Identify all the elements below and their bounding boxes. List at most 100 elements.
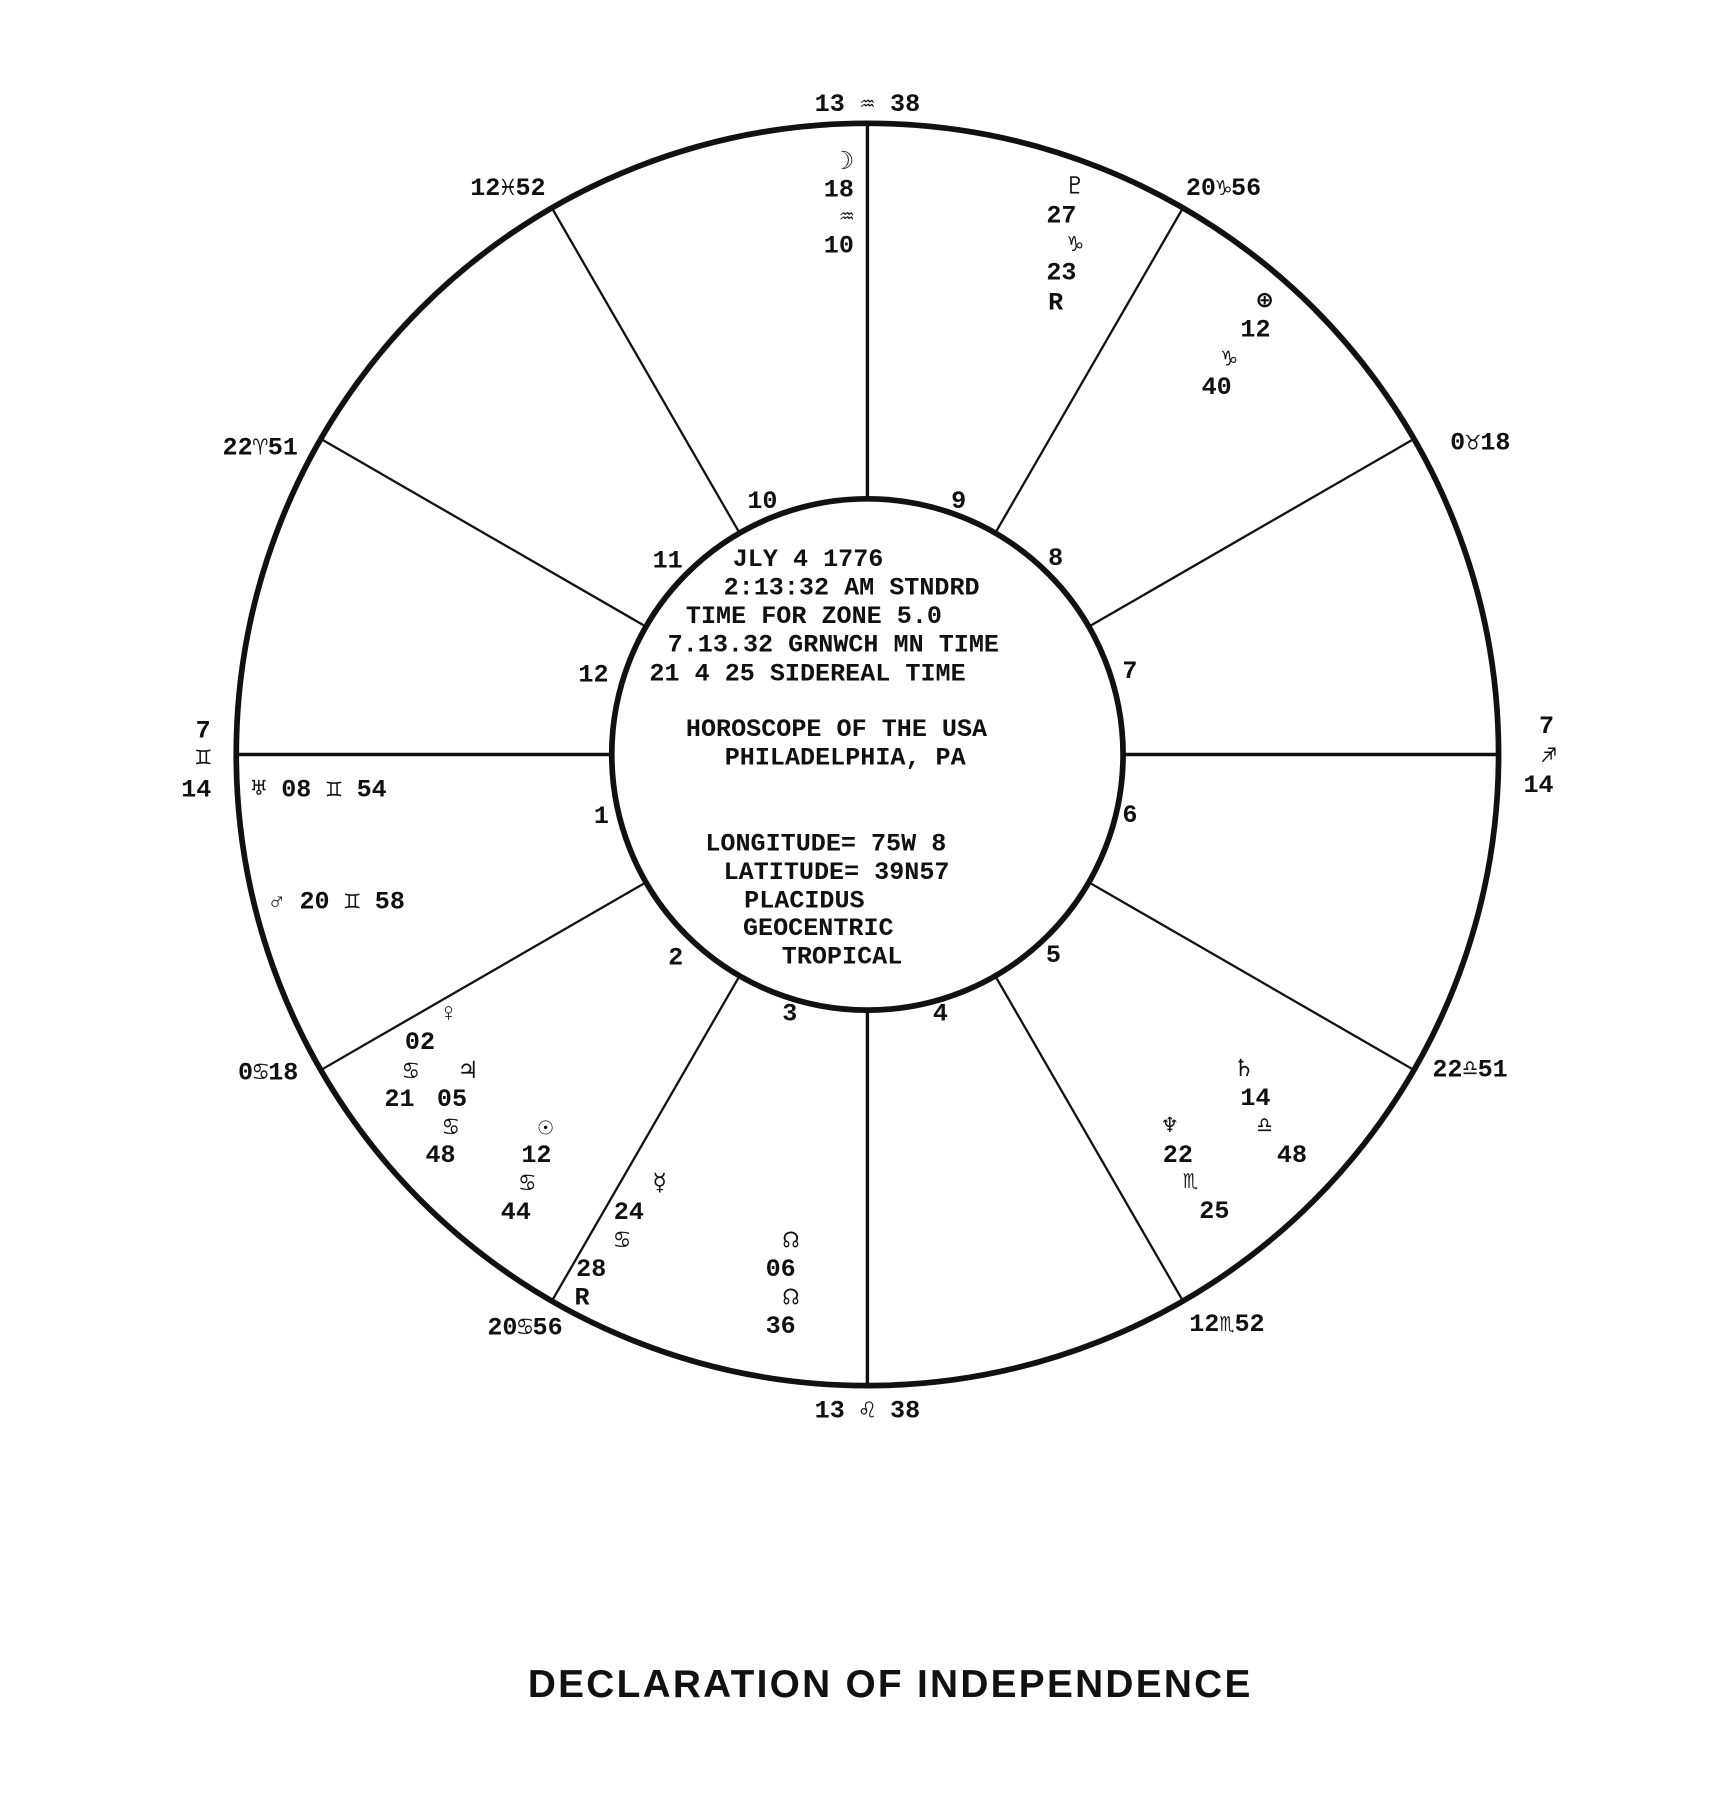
planet-pluto: ♇ 27 ♑ 23 R [1046, 173, 1082, 317]
node-sign-icon: ☊ [783, 1284, 798, 1313]
cusp-12: 22♈51 [223, 433, 298, 462]
pluto-icon: ♇ [1068, 173, 1083, 202]
moon-degree: 18 [824, 175, 854, 204]
aquarius-icon: ♒ [839, 203, 854, 232]
cusp-mc: 13 ♒ 38 [815, 90, 920, 119]
venus-icon: ♀ [441, 999, 456, 1028]
house-3: 3 [782, 999, 797, 1028]
center-date: JLY 4 1776 [733, 545, 884, 574]
libra-icon: ♎ [1257, 1112, 1272, 1141]
capricorn-icon: ♑ [1222, 344, 1237, 373]
mercury-minute: 28 [576, 1255, 606, 1284]
center-longitude: LONGITUDE= 75W 8 [705, 829, 946, 858]
house-cusp-line [550, 975, 741, 1302]
fortune-degree: 12 [1240, 316, 1270, 345]
house-8: 8 [1048, 544, 1063, 573]
cusp-ic: 13 ♌ 38 [815, 1397, 920, 1426]
house-cusp-line [320, 881, 647, 1072]
cancer-icon: ♋ [520, 1169, 535, 1198]
saturn-icon: ♄ [1236, 1055, 1251, 1084]
house-cusp-line [1088, 881, 1415, 1072]
house-12: 12 [578, 660, 608, 689]
moon-icon: ☽ [839, 148, 854, 177]
house-cusp-line [994, 975, 1184, 1302]
cancer-icon: ♋ [443, 1114, 458, 1143]
jupiter-icon: ♃ [460, 1058, 475, 1087]
house-4: 4 [933, 999, 948, 1028]
neptune-degree: 22 [1163, 1141, 1193, 1170]
house-cusp-line [1088, 437, 1415, 628]
cusp-asc-deg: 7 [196, 716, 211, 745]
planet-saturn: ♄ 14 ♎ 48 [1236, 1055, 1307, 1170]
lunar-node: ☊ 06 ☊ 36 [766, 1227, 799, 1342]
saturn-minute: 48 [1277, 1141, 1307, 1170]
center-time: 2:13:32 AM STNDRD [724, 574, 980, 603]
cusp-3: 20♋56 [487, 1313, 562, 1342]
center-zone: TIME FOR ZONE 5.0 [686, 602, 942, 631]
planet-mercury: ☿ 24 ♋ 28 R [575, 1169, 668, 1312]
planet-uranus: ♅ 08 ♊ 54 [251, 776, 387, 805]
cusp-dsc-deg: 7 [1539, 712, 1554, 741]
caption: DECLARATION OF INDEPENDENCE [528, 1663, 1253, 1706]
center-latitude: LATITUDE= 39N57 [724, 858, 950, 887]
cusp-5: 12♏52 [1189, 1310, 1264, 1339]
jupiter-degree: 05 [437, 1085, 467, 1114]
fortune-icon: ⊕ [1257, 287, 1272, 316]
house-5: 5 [1046, 941, 1061, 970]
sun-minute: 44 [501, 1198, 531, 1227]
planet-sun: ☉ 12 ♋ 44 [501, 1114, 553, 1227]
scorpio-icon: ♏ [1183, 1167, 1198, 1196]
fortune-minute: 40 [1202, 373, 1232, 402]
house-cusp-line [320, 437, 647, 628]
saturn-degree: 14 [1240, 1084, 1270, 1113]
pluto-retrograde: R [1048, 288, 1064, 317]
cancer-icon: ♋ [614, 1227, 629, 1256]
capricorn-icon: ♑ [1068, 230, 1083, 259]
cusp-asc-sign: ♊ [196, 744, 211, 773]
cusp-9: 20♑56 [1186, 174, 1261, 203]
house-2: 2 [668, 943, 683, 972]
planet-neptune: ♆ 22 ♏ 25 [1162, 1112, 1229, 1225]
center-type: GEOCENTRIC [743, 914, 894, 943]
planet-moon: ☽ 18 ♒ 10 [824, 148, 855, 260]
house-1: 1 [594, 802, 609, 831]
node-minute: 36 [766, 1312, 796, 1341]
pluto-minute: 23 [1046, 259, 1076, 288]
cusp-6: 22♎51 [1432, 1055, 1507, 1084]
house-10: 10 [747, 487, 777, 516]
point-fortune: ⊕ 12 ♑ 40 [1202, 287, 1273, 402]
center-gmt: 7.13.32 GRNWCH MN TIME [668, 631, 999, 660]
cancer-icon: ♋ [403, 1058, 418, 1087]
cusp-dsc-sign: ♐ [1541, 741, 1556, 770]
planet-jupiter: ♃ 05 ♋ 48 [425, 1058, 475, 1170]
center-system: PLACIDUS [744, 886, 864, 915]
sun-degree: 12 [521, 1141, 551, 1170]
chart-wheel [233, 120, 1502, 1389]
planet-venus: ♀ 02 ♋ 21 [384, 999, 456, 1114]
neptune-minute: 25 [1199, 1197, 1229, 1226]
venus-degree: 02 [405, 1028, 435, 1057]
center-zodiac: TROPICAL [782, 942, 902, 971]
sun-icon: ☉ [538, 1114, 553, 1143]
node-degree: 06 [766, 1255, 796, 1284]
center-sidereal: 21 4 25 SIDEREAL TIME [649, 659, 965, 688]
pluto-degree: 27 [1046, 202, 1076, 231]
mercury-degree: 24 [614, 1198, 644, 1227]
center-place: PHILADELPHIA, PA [725, 744, 967, 773]
center-heading: HOROSCOPE OF THE USA [686, 715, 988, 744]
house-cusp-line [550, 207, 741, 534]
mercury-retrograde: R [575, 1284, 591, 1313]
house-cusp-line [994, 207, 1184, 534]
neptune-icon: ♆ [1162, 1112, 1177, 1141]
planet-mars: ♂ 20 ♊ 58 [269, 888, 405, 917]
venus-minute: 21 [384, 1085, 414, 1114]
house-6: 6 [1122, 801, 1137, 830]
cusp-asc-min: 14 [181, 776, 211, 805]
house-9: 9 [951, 487, 966, 516]
node-icon: ☊ [783, 1227, 798, 1256]
cusp-2: 0♋18 [238, 1059, 298, 1088]
jupiter-minute: 48 [425, 1141, 455, 1170]
cusp-11: 12♓52 [470, 174, 545, 203]
cusp-dsc-min: 14 [1523, 771, 1553, 800]
